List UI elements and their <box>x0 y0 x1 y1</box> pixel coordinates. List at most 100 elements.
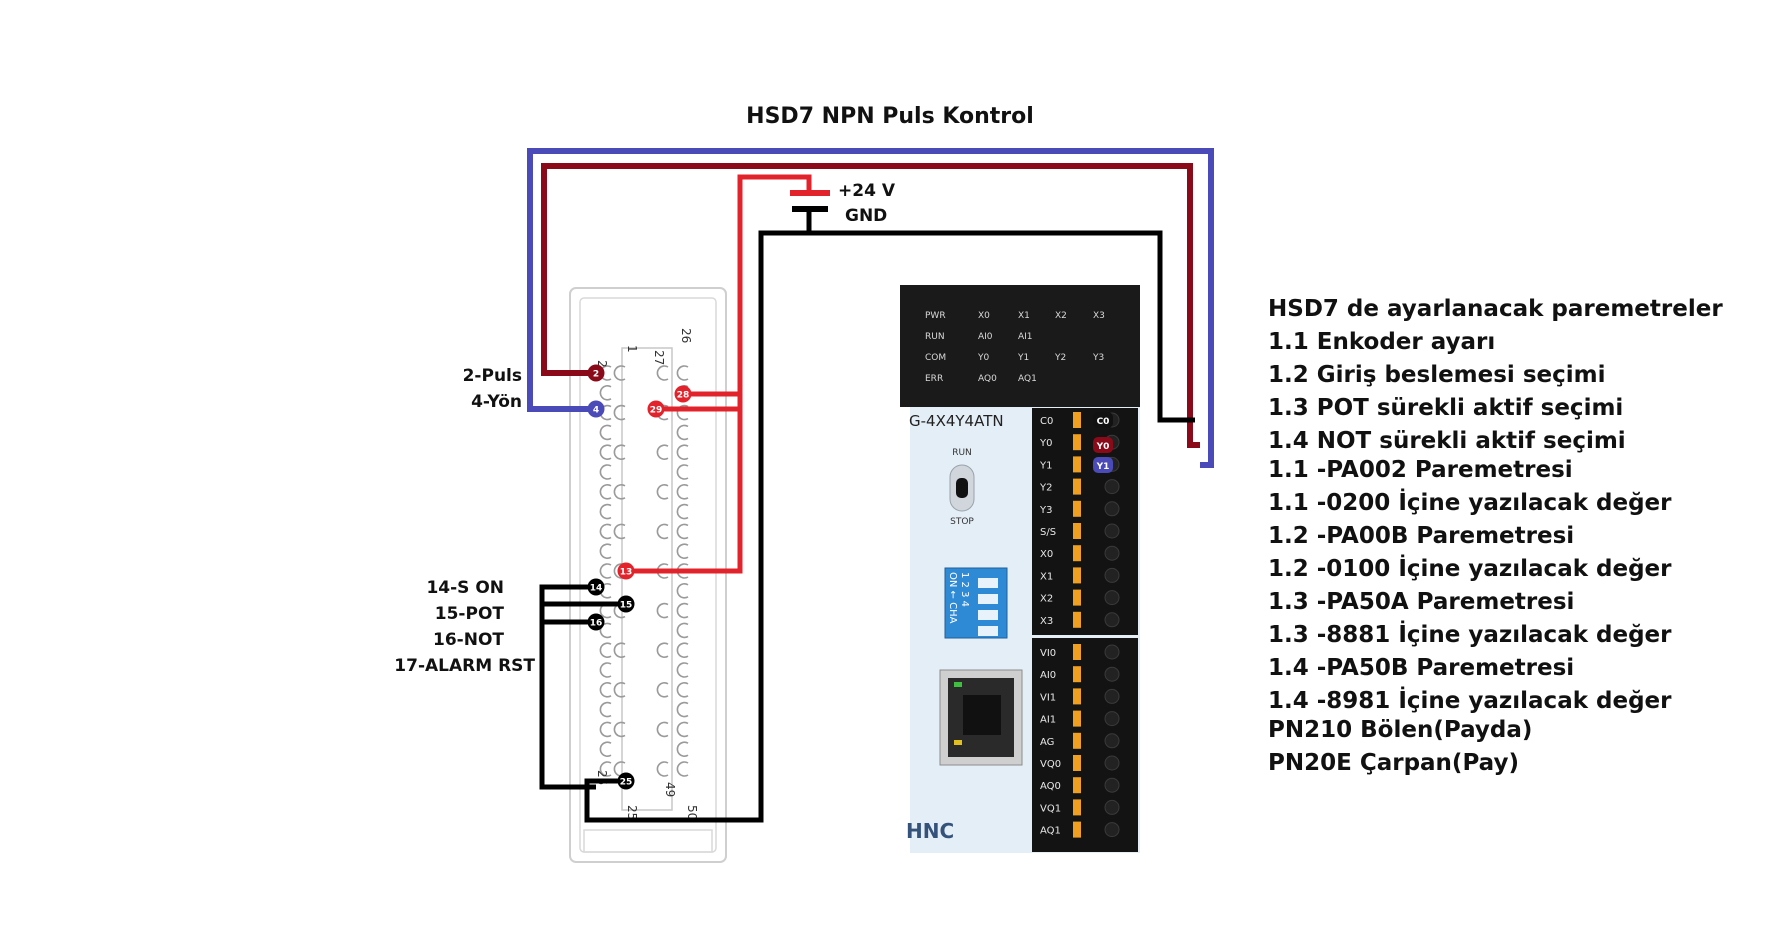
terminal-lever[interactable] <box>1073 456 1081 473</box>
terminal-lever[interactable] <box>1073 412 1081 428</box>
pin-dot-label: 15 <box>620 601 633 611</box>
power-plus-label: +24 V <box>838 181 896 201</box>
stop-switch-label: STOP <box>950 517 974 527</box>
terminal-screw[interactable] <box>1104 523 1120 539</box>
brand-logo: HNC <box>906 819 954 843</box>
terminal-lever[interactable] <box>1073 732 1081 749</box>
signal-label-puls: 2-Puls <box>462 366 522 386</box>
terminal-label: VQ1 <box>1040 803 1061 814</box>
pin-label-50: 50 <box>685 805 699 820</box>
terminal-screw[interactable] <box>1104 799 1120 815</box>
pin-dot <box>587 613 605 631</box>
terminal-screw[interactable] <box>1104 545 1120 561</box>
terminal-lever[interactable] <box>1073 821 1081 838</box>
ethernet-port[interactable] <box>939 669 1023 766</box>
terminal-label: X3 <box>1040 616 1053 627</box>
led-label: X2 <box>1055 311 1067 321</box>
wired-terminal-badge <box>1093 412 1113 428</box>
terminal-screw[interactable] <box>1104 501 1120 517</box>
terminal-lever[interactable] <box>1073 567 1081 584</box>
terminal-screw[interactable] <box>1104 567 1120 583</box>
terminal-screw[interactable] <box>1104 711 1120 727</box>
pin-label-26: 26 <box>679 328 693 343</box>
signal-label-yon: 4-Yön <box>471 392 522 412</box>
terminal-lever[interactable] <box>1073 799 1081 816</box>
terminal-lever[interactable] <box>1073 545 1081 562</box>
pin-dot-label: 2 <box>593 370 599 380</box>
led-label: X0 <box>978 311 990 321</box>
wire-gnd <box>806 209 1195 423</box>
parameter-line: 1.1 -0200 İçine yazılacak değer <box>1268 490 1672 516</box>
terminal-screw[interactable] <box>1104 688 1120 704</box>
terminal-lever[interactable] <box>1073 755 1081 771</box>
pin-dot-label: 25 <box>620 778 633 788</box>
pin-dot <box>587 400 605 418</box>
led-label: PWR <box>925 311 946 321</box>
wired-terminal-badge <box>1093 437 1113 453</box>
terminal-lever[interactable] <box>1073 611 1081 628</box>
terminal-screw[interactable] <box>1104 777 1120 793</box>
terminal-label: X2 <box>1040 594 1053 605</box>
terminal-screw[interactable] <box>1104 612 1120 628</box>
pin-dot-label: 29 <box>650 406 663 416</box>
parameter-line: 1.2 -PA00B Paremetresi <box>1268 523 1575 549</box>
pin-dot <box>587 578 605 596</box>
terminal-lever[interactable] <box>1073 434 1081 451</box>
diagram-title: HSD7 NPN Puls Kontrol <box>746 104 1034 129</box>
terminal-screw[interactable] <box>1104 733 1120 749</box>
led-label: COM <box>925 353 946 363</box>
pin-label-1: 1 <box>625 345 639 353</box>
pin-dot <box>647 400 665 418</box>
signal-label-not: 16-NOT <box>433 630 504 650</box>
terminal-screw[interactable] <box>1104 666 1120 682</box>
drive-connector: 1 2 27 26 25 49 50 25 <box>569 287 727 863</box>
terminal-lever[interactable] <box>1073 710 1081 727</box>
power-gnd-label: GND <box>845 206 887 226</box>
terminal-lever[interactable] <box>1073 777 1081 794</box>
terminal-lever[interactable] <box>1073 688 1081 705</box>
parameter-line: 1.1 Enkoder ayarı <box>1268 329 1496 355</box>
wired-terminal-label: C0 <box>1097 417 1110 427</box>
terminal-label: AQ0 <box>1040 781 1061 792</box>
terminal-label: AQ1 <box>1040 826 1061 837</box>
parameter-line: HSD7 de ayarlanacak paremetreler <box>1268 296 1723 322</box>
terminal-label: Y1 <box>1039 460 1052 471</box>
pin-dot <box>617 595 635 613</box>
pin-dot-label: 28 <box>677 391 690 401</box>
terminal-label: S/S <box>1040 527 1056 538</box>
parameter-line: 1.3 -8881 İçine yazılacak değer <box>1268 622 1672 648</box>
terminal-screw[interactable] <box>1104 479 1120 495</box>
parameter-list: HSD7 de ayarlanacak paremetreler 1.1 Enko… <box>1268 295 1723 782</box>
dip-switch[interactable]: 1 2 3 4 ON ← CHA <box>944 567 1008 639</box>
terminal-lever[interactable] <box>1073 500 1081 517</box>
dip-label: ON ← CHA <box>947 572 958 624</box>
terminal-lever[interactable] <box>1073 523 1081 539</box>
terminal-label: AG <box>1040 737 1054 748</box>
dip-numbers: 1 2 3 4 <box>959 572 970 607</box>
terminal-lever[interactable] <box>1073 589 1081 606</box>
parameter-line: 1.4 NOT sürekli aktif seçimi <box>1268 428 1626 454</box>
pin-label-25-bottom: 25 <box>625 805 639 820</box>
plc-model-label: G-4X4Y4ATN <box>909 412 1004 430</box>
parameter-line: PN210 Bölen(Payda) <box>1268 717 1533 743</box>
terminal-lever[interactable] <box>1073 478 1081 495</box>
terminal-label: C0 <box>1040 416 1053 427</box>
pin-dot <box>587 364 605 382</box>
terminal-label: VI1 <box>1040 692 1056 703</box>
terminal-lever[interactable] <box>1073 666 1081 683</box>
terminal-screw[interactable] <box>1104 590 1120 606</box>
led-label: Y1 <box>1017 353 1029 363</box>
led-label: Y3 <box>1092 353 1104 363</box>
terminal-screw[interactable] <box>1104 822 1120 838</box>
signal-label-son: 14-S ON <box>426 578 504 598</box>
wired-terminal-label: Y0 <box>1096 442 1110 452</box>
terminal-screw[interactable] <box>1104 644 1120 660</box>
led-label: Y0 <box>977 353 989 363</box>
terminal-screw[interactable] <box>1104 755 1120 771</box>
terminal-label: X1 <box>1040 571 1053 582</box>
terminal-lever[interactable] <box>1073 644 1081 660</box>
led-label: Y2 <box>1054 353 1066 363</box>
